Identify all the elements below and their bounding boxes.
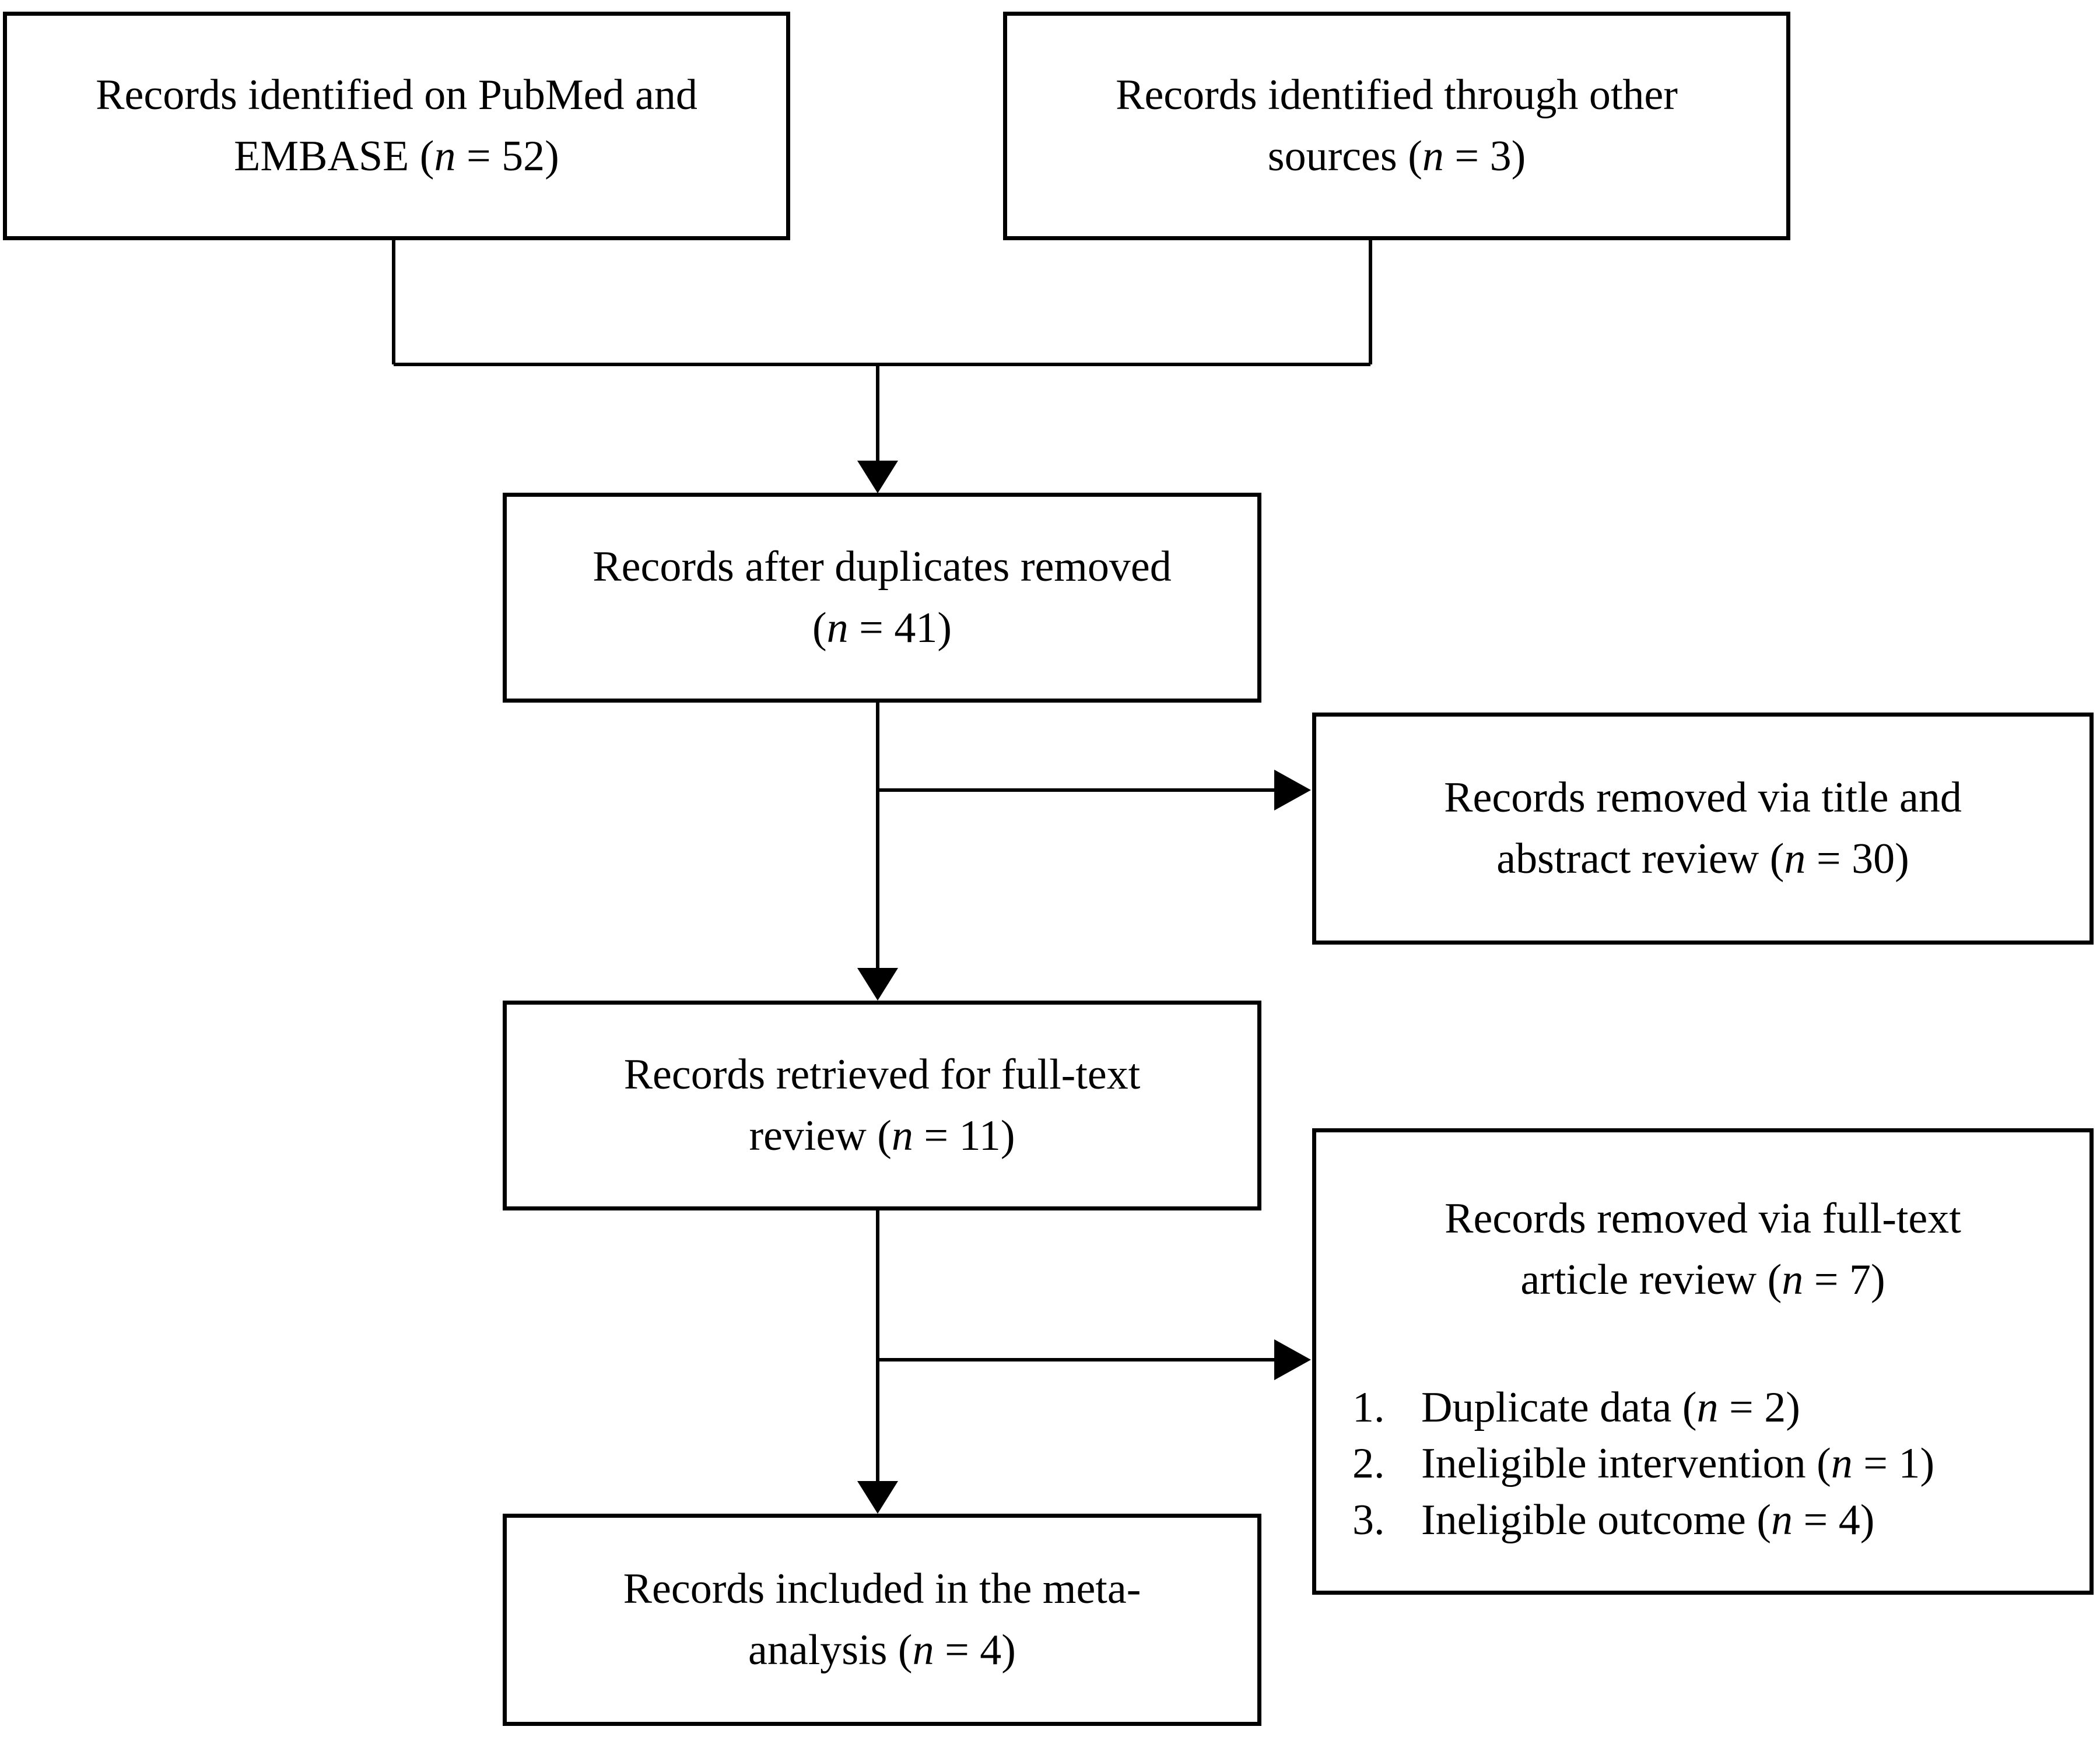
n-variable: n <box>1771 1496 1793 1544</box>
n-variable: n <box>1422 132 1444 180</box>
exclusion-reason-item: 2. Ineligible intervention (n = 1) <box>1316 1436 2090 1492</box>
node-records-removed-title-abstract: Records removed via title and abstract r… <box>1312 713 2094 945</box>
node-line-2-prefix: EMBASE ( <box>234 132 434 180</box>
exclusion-reason-item: 1. Duplicate data (n = 2) <box>1316 1380 2090 1436</box>
node-records-identified-databases: Records identified on PubMed and EMBASE … <box>3 12 790 240</box>
reason-label: Ineligible outcome ( <box>1421 1496 1772 1544</box>
node-line-1: Records after duplicates removed <box>593 542 1172 591</box>
node-line-2-suffix: = 4) <box>934 1626 1016 1674</box>
node-line-2-prefix: sources ( <box>1267 132 1422 180</box>
node-line-2: (n = 41) <box>812 598 952 659</box>
reason-label: Duplicate data ( <box>1421 1384 1697 1432</box>
reason-number: 1. <box>1352 1384 1385 1432</box>
exclusion-reason-item: 3. Ineligible outcome (n = 4) <box>1316 1492 2090 1548</box>
node-line-2: article review (n = 7) <box>1316 1250 2090 1311</box>
node-records-identified-other-sources: Records identified through other sources… <box>1003 12 1790 240</box>
node-line-1: Records included in the meta- <box>623 1564 1141 1613</box>
node-records-removed-full-text: Records removed via full-text article re… <box>1312 1128 2094 1595</box>
node-line-2-prefix: analysis ( <box>748 1626 913 1674</box>
reason-number: 2. <box>1352 1440 1385 1488</box>
n-variable: n <box>826 604 849 652</box>
exclusion-reason-list: 1. Duplicate data (n = 2) 2. Ineligible … <box>1316 1380 2090 1548</box>
node-line-2: analysis (n = 4) <box>748 1620 1016 1681</box>
node-line-2-suffix: = 30) <box>1805 835 1909 883</box>
n-variable: n <box>1696 1384 1719 1432</box>
node-line-2-prefix: review ( <box>749 1112 892 1160</box>
node-line-1: Records removed via title and <box>1444 773 1962 822</box>
node-line-2-suffix: = 41) <box>848 604 952 652</box>
n-variable: n <box>1782 1256 1804 1304</box>
node-line-2: sources (n = 3) <box>1268 126 1526 187</box>
node-line-2: review (n = 11) <box>749 1106 1015 1167</box>
node-line-1: Records identified on PubMed and <box>96 71 697 119</box>
node-records-included-meta-analysis: Records included in the meta- analysis (… <box>503 1514 1261 1726</box>
reason-suffix: = 2) <box>1718 1384 1800 1432</box>
arrowhead-spine-to-included <box>857 1481 898 1514</box>
node-line-1: Records removed via full-text <box>1445 1195 1961 1243</box>
n-variable: n <box>1784 835 1806 883</box>
reason-suffix: = 1) <box>1852 1440 1935 1488</box>
n-variable: n <box>434 132 456 180</box>
node-line-2-suffix: = 3) <box>1443 132 1526 180</box>
arrowhead-spine-to-fulltext <box>857 968 898 1001</box>
reason-label: Ineligible intervention ( <box>1421 1440 1831 1488</box>
reason-text: Duplicate data (n = 2) <box>1421 1380 1800 1436</box>
reason-number: 3. <box>1352 1496 1385 1544</box>
reason-suffix: = 4) <box>1793 1496 1875 1544</box>
arrowhead-branch-fulltext-removed <box>1274 1339 1311 1380</box>
arrowhead-branch-title-abstract <box>1274 770 1311 810</box>
node-records-retrieved-full-text: Records retrieved for full-text review (… <box>503 1001 1261 1210</box>
reason-text: Ineligible intervention (n = 1) <box>1421 1436 1934 1492</box>
node-line-1: Records retrieved for full-text <box>623 1050 1141 1099</box>
n-variable: n <box>1831 1440 1853 1488</box>
node-line-2-suffix: = 52) <box>455 132 559 180</box>
node-line-2: abstract review (n = 30) <box>1496 829 1909 890</box>
node-line-2-suffix: = 11) <box>913 1112 1015 1160</box>
node-heading: Records removed via full-text article re… <box>1316 1188 2090 1311</box>
node-line-2: EMBASE (n = 52) <box>234 126 559 187</box>
node-records-after-duplicates-removed: Records after duplicates removed (n = 41… <box>503 493 1261 703</box>
node-line-2-prefix: article review ( <box>1520 1256 1782 1304</box>
node-line-2-prefix: ( <box>812 604 827 652</box>
reason-text: Ineligible outcome (n = 4) <box>1421 1492 1874 1548</box>
node-line-1: Records identified through other <box>1116 71 1678 119</box>
node-line-2-suffix: = 7) <box>1803 1256 1885 1304</box>
n-variable: n <box>912 1626 934 1674</box>
node-line-2-prefix: abstract review ( <box>1496 835 1785 883</box>
arrowhead-merge-to-duplicates <box>857 461 898 493</box>
n-variable: n <box>891 1112 913 1160</box>
